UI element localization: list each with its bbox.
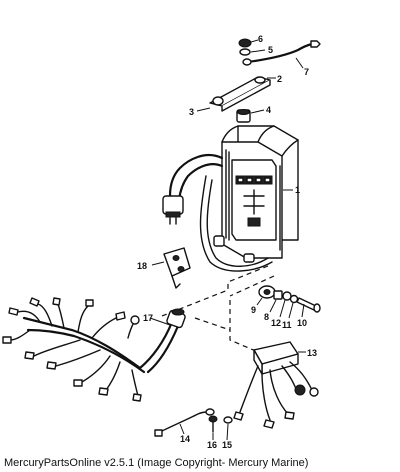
callout-15: 15 (222, 440, 232, 450)
part-5-washer (239, 48, 266, 56)
part-6-nut (238, 38, 259, 48)
part-4-rubber-mount (236, 109, 265, 123)
callout-1: 1 (295, 185, 300, 195)
callout-13: 13 (307, 348, 317, 358)
callout-5: 5 (268, 45, 273, 55)
callout-6: 6 (258, 34, 263, 44)
part-16-screw (208, 415, 218, 440)
part-12-washer (279, 291, 292, 318)
callout-11: 11 (282, 320, 292, 330)
part-18-clamp-bracket (151, 247, 191, 289)
callout-18: 18 (137, 261, 147, 271)
callout-4: 4 (266, 105, 271, 115)
part-8-sleeve (269, 290, 283, 313)
part-15-washer (223, 416, 233, 441)
callout-3: 3 (189, 107, 194, 117)
callout-9: 9 (251, 305, 256, 315)
callout-16: 16 (207, 440, 217, 450)
callout-7: 7 (304, 67, 309, 77)
part-1-control-module (213, 125, 299, 263)
part-9-grommet (256, 285, 276, 306)
part-14-jumper-lead (154, 408, 215, 437)
callout-17: 17 (143, 313, 153, 323)
callout-8: 8 (264, 312, 269, 322)
part-17-wiring-harness (2, 297, 186, 402)
part-11-lock-washer (288, 294, 299, 319)
module-harness-cable (162, 153, 273, 272)
callout-12: 12 (271, 318, 281, 328)
callout-2: 2 (277, 74, 282, 84)
dashed-connection-lines (161, 265, 275, 353)
callout-14: 14 (180, 434, 190, 444)
part-2-mounting-bracket (196, 76, 276, 112)
callout-10: 10 (297, 318, 307, 328)
part-7-ground-lead (242, 40, 321, 69)
image-copyright-footer: MercuryPartsOnline v2.5.1 (Image Copyrig… (4, 457, 309, 469)
part-13-junction-box (233, 341, 319, 429)
part-10-screw (296, 297, 321, 318)
